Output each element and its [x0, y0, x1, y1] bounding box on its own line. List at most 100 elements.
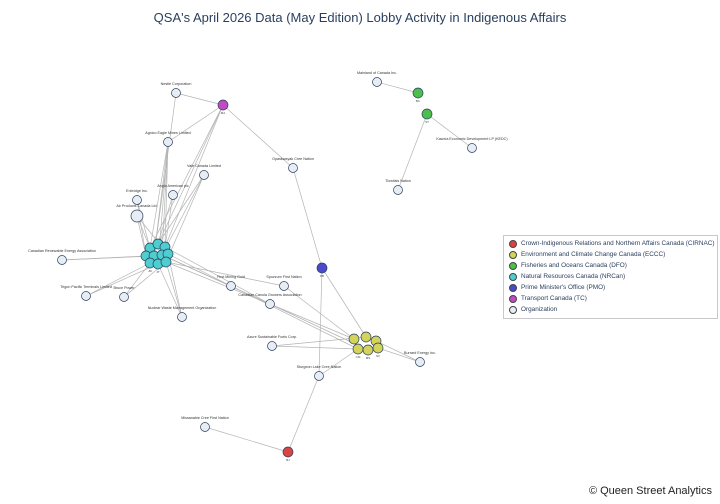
edge	[164, 104, 224, 248]
legend-label: Environment and Climate Change Canada (E…	[521, 251, 666, 258]
edge	[123, 262, 151, 298]
edge	[167, 104, 224, 143]
legend-swatch	[509, 261, 517, 270]
edge	[376, 81, 419, 94]
edge	[164, 246, 271, 305]
credit-text: © Queen Street Analytics	[588, 485, 712, 497]
legend-label: Transport Canada (TC)	[521, 295, 587, 302]
edge	[167, 253, 232, 287]
organization-node[interactable]	[130, 209, 144, 223]
organization-label: Agnico Eagle Mines Limited	[145, 131, 191, 135]
legend-item[interactable]: Natural Resources Canada (NRCan)	[504, 271, 717, 282]
official-tag: ST	[425, 120, 429, 124]
edge	[321, 267, 367, 338]
official-node[interactable]	[316, 262, 328, 274]
edge	[426, 113, 473, 149]
organization-label: Canadian Renewable Energy Association	[28, 249, 96, 253]
organization-label: Nuclear Waste Management Organization	[148, 306, 217, 310]
legend-item[interactable]: Environment and Climate Change Canada (E…	[504, 249, 717, 260]
legend-swatch	[509, 250, 517, 259]
edge	[165, 174, 205, 263]
edge	[318, 348, 359, 377]
organization-label: Opaskwayak Cree Nation	[272, 157, 314, 161]
organization-node[interactable]	[200, 422, 210, 432]
organization-node[interactable]	[119, 292, 129, 302]
edge	[283, 285, 355, 340]
edge	[287, 375, 320, 453]
official-node[interactable]	[217, 99, 229, 111]
legend-swatch	[509, 239, 517, 248]
organization-node[interactable]	[177, 312, 187, 322]
organization-node[interactable]	[226, 281, 236, 291]
official-tag: JD	[148, 269, 153, 273]
organization-node[interactable]	[132, 195, 142, 205]
edge	[85, 263, 159, 297]
organization-label: Mainland of Canada Inc.	[357, 71, 397, 75]
official-node[interactable]	[282, 446, 294, 458]
organization-label: Spuzzum First Nation	[266, 275, 301, 279]
organization-node[interactable]	[415, 357, 425, 367]
official-node[interactable]	[352, 343, 364, 355]
official-node[interactable]	[360, 331, 372, 343]
official-tag: BC	[416, 99, 421, 103]
chart-title: QSA's April 2026 Data (May Edition) Lobb…	[153, 10, 567, 25]
organization-node[interactable]	[81, 291, 91, 301]
legend-label: Fisheries and Oceans Canada (DFO)	[521, 262, 627, 269]
organization-node[interactable]	[265, 299, 275, 309]
organization-node[interactable]	[168, 190, 178, 200]
organization-node[interactable]	[393, 185, 403, 195]
legend-label: Organization	[521, 306, 558, 313]
organization-node[interactable]	[467, 143, 477, 153]
organization-label: First Mining Gold	[217, 275, 245, 279]
organization-label: Missanabie Cree First Nation	[181, 416, 229, 420]
nodes-layer	[57, 77, 477, 458]
edge	[136, 215, 147, 257]
edge	[165, 261, 285, 287]
official-node[interactable]	[160, 256, 172, 268]
edge	[157, 174, 205, 245]
legend-item[interactable]: Crown-Indigenous Relations and Northern …	[504, 238, 717, 249]
organization-node[interactable]	[57, 255, 67, 265]
legend-swatch	[509, 272, 517, 281]
legend-swatch	[509, 305, 517, 314]
official-node[interactable]	[372, 342, 384, 354]
official-tag: SV	[376, 354, 380, 358]
organization-label: Bruce Power	[113, 286, 135, 290]
official-node[interactable]	[412, 87, 424, 99]
legend-item[interactable]: Organization	[504, 304, 717, 315]
official-tag: MS	[366, 356, 371, 360]
organization-node[interactable]	[314, 371, 324, 381]
organization-node[interactable]	[199, 170, 209, 180]
legend-item[interactable]: Fisheries and Oceans Canada (DFO)	[504, 260, 717, 271]
official-node[interactable]	[421, 108, 433, 120]
official-tag: JT	[156, 270, 160, 274]
legend-label: Prime Minister's Office (PMO)	[521, 284, 606, 291]
organization-node[interactable]	[267, 341, 277, 351]
edge	[164, 141, 169, 248]
organization-node[interactable]	[163, 137, 173, 147]
edge	[157, 104, 224, 245]
organization-node[interactable]	[288, 163, 298, 173]
organization-label: Enbridge Inc.	[126, 189, 148, 193]
organization-label: Nestlé Corporation	[161, 82, 192, 86]
organization-node[interactable]	[372, 77, 382, 87]
organization-node[interactable]	[171, 88, 181, 98]
edge	[397, 113, 428, 191]
organization-node[interactable]	[279, 281, 289, 291]
edge	[204, 426, 289, 453]
official-node[interactable]	[348, 333, 360, 345]
official-node[interactable]	[362, 344, 374, 356]
legend-label: Natural Resources Canada (NRCan)	[521, 273, 626, 280]
legend-item[interactable]: Transport Canada (TC)	[504, 293, 717, 304]
edge	[149, 141, 169, 249]
official-tag: CM	[356, 355, 361, 359]
organization-label: Anglo American plc	[157, 184, 189, 188]
legend-item[interactable]: Prime Minister's Office (PMO)	[504, 282, 717, 293]
edge	[61, 255, 155, 261]
edge	[85, 262, 151, 297]
edge	[222, 104, 294, 169]
legend-swatch	[509, 294, 517, 303]
organization-label: Air Products Canada Ltd.	[116, 204, 157, 208]
